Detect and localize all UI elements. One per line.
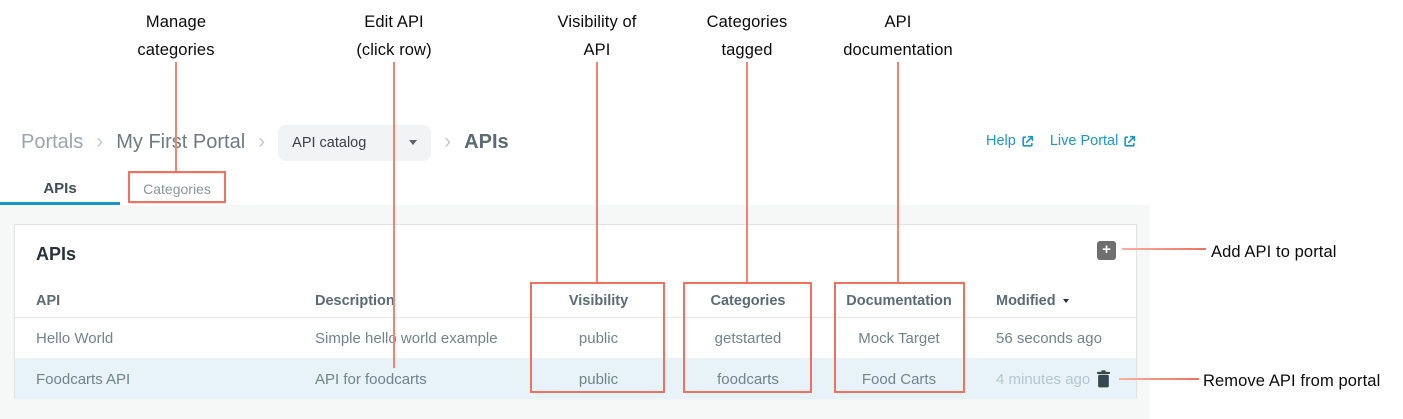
external-link-icon — [1124, 135, 1136, 147]
header-links: Help Live Portal — [986, 133, 1136, 149]
catalog-dropdown-value: API catalog — [292, 134, 367, 151]
catalog-dropdown[interactable]: API catalog — [278, 124, 432, 161]
live-portal-link[interactable]: Live Portal — [1050, 133, 1137, 149]
delete-api-button[interactable] — [1096, 370, 1111, 388]
breadcrumb-portal-name-link[interactable]: My First Portal — [116, 131, 246, 153]
cell-modified: 56 seconds ago — [996, 329, 1102, 347]
cell-categories: getstarted — [714, 329, 782, 347]
column-header-visibility[interactable]: Visibility — [568, 292, 629, 309]
sort-desc-icon — [1062, 298, 1069, 303]
cell-modified: 4 minutes ago — [996, 370, 1091, 388]
trash-icon — [1096, 370, 1111, 388]
cell-documentation: Mock Target — [858, 329, 940, 347]
annotation-line-documentation — [897, 62, 899, 283]
column-header-documentation[interactable]: Documentation — [846, 292, 952, 309]
cell-description: Simple hello world example — [315, 329, 498, 347]
annotation-line-add-api — [1122, 248, 1206, 250]
callout-categories-tagged: Categories tagged — [706, 13, 788, 59]
annotation-line-visibility — [596, 62, 598, 283]
external-link-icon — [1022, 135, 1034, 147]
column-header-categories[interactable]: Categories — [710, 292, 786, 309]
breadcrumb-separator: › — [444, 129, 452, 153]
tab-apis[interactable]: APIs — [43, 180, 77, 197]
cell-visibility: public — [578, 370, 619, 388]
callout-visibility-of-api: Visibility of API — [557, 13, 637, 59]
apis-panel: APIs + API Description Visibility Catego… — [14, 224, 1137, 399]
column-header-modified[interactable]: Modified — [968, 293, 1136, 309]
tab-categories[interactable]: Categories — [129, 173, 225, 204]
breadcrumb-separator: › — [258, 129, 266, 153]
callout-add-api-to-portal: Add API to portal — [1211, 243, 1337, 261]
annotation-line-edit-api — [393, 62, 395, 368]
panel-title: APIs — [36, 244, 77, 264]
apis-panel-header: APIs + — [15, 225, 1136, 284]
column-header-description[interactable]: Description — [315, 292, 395, 309]
column-header-modified-label: Modified — [996, 292, 1056, 309]
help-link-label: Help — [986, 133, 1016, 149]
cell-categories: foodcarts — [717, 370, 779, 388]
annotation-line-manage-categories — [175, 62, 177, 172]
table-row[interactable]: Hello World Simple hello world example p… — [15, 318, 1136, 358]
annotation-line-categories — [746, 62, 748, 283]
callout-api-documentation: API documentation — [843, 13, 953, 59]
active-tab-underline — [0, 202, 120, 205]
table-header-row: API Description Visibility Categories Do… — [15, 284, 1136, 318]
tab-bar: APIs Categories — [0, 172, 1150, 205]
breadcrumb-portals-link[interactable]: Portals — [21, 131, 84, 153]
breadcrumb-separator: › — [96, 129, 104, 153]
cell-api: Foodcarts API — [36, 370, 131, 388]
add-api-button[interactable]: + — [1097, 241, 1116, 260]
column-header-api[interactable]: API — [36, 292, 61, 309]
cell-documentation: Food Carts — [861, 370, 937, 388]
table-row[interactable]: Foodcarts API API for foodcarts public f… — [15, 358, 1136, 399]
chevron-down-icon — [409, 140, 418, 145]
cell-api: Hello World — [36, 329, 114, 347]
help-link[interactable]: Help — [986, 133, 1034, 149]
plus-icon: + — [1102, 241, 1111, 258]
callout-manage-categories: Manage categories — [137, 13, 215, 59]
annotation-line-remove-api — [1119, 378, 1199, 380]
breadcrumb-current-page: APIs — [464, 131, 509, 153]
callout-remove-api-from-portal: Remove API from portal — [1203, 372, 1381, 390]
cell-description: API for foodcarts — [315, 370, 427, 388]
live-portal-link-label: Live Portal — [1049, 133, 1119, 149]
callout-edit-api: Edit API (click row) — [356, 13, 432, 59]
cell-visibility: public — [578, 329, 619, 347]
breadcrumb: Portals › My First Portal › API catalog … — [21, 124, 509, 161]
